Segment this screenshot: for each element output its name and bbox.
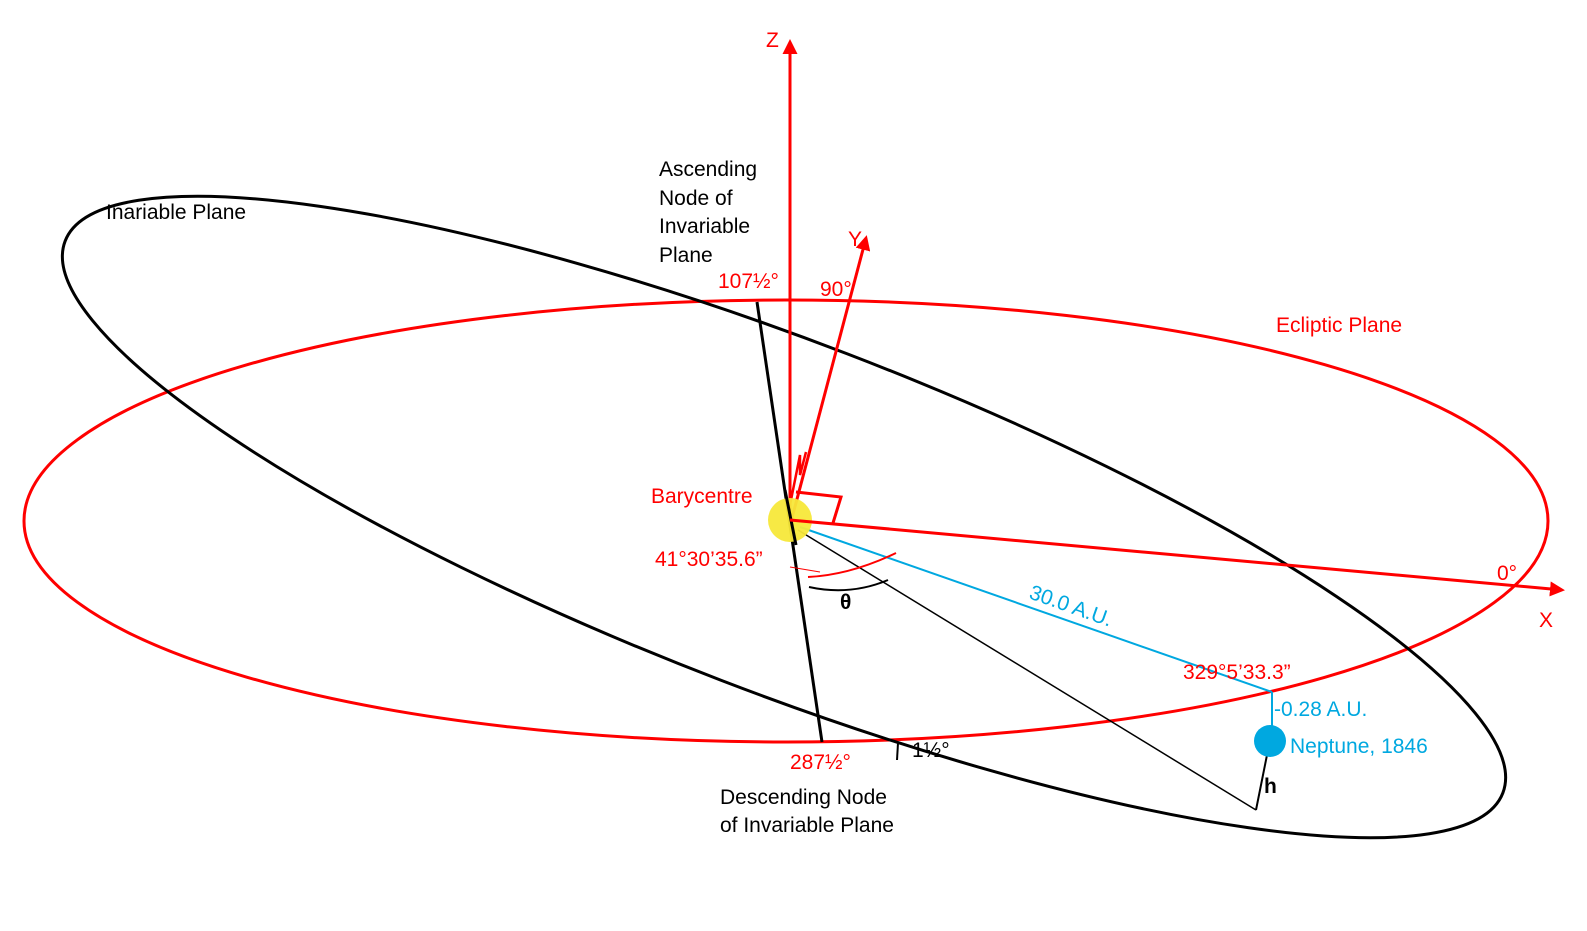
x-axis <box>789 518 1565 597</box>
invariable-plane-ellipse <box>60 194 1508 840</box>
invariable-plane-label: Inariable Plane <box>106 201 246 224</box>
neptune-icon <box>1254 725 1286 757</box>
x-axis-overlay <box>789 518 813 524</box>
barycentre-angle-leader <box>789 566 821 573</box>
ecliptic-plane-label: Ecliptic Plane <box>1276 314 1402 337</box>
y-axis-label: Y <box>848 228 862 251</box>
ascending-node-label-line1: Ascending <box>659 158 757 181</box>
y-axis <box>790 235 871 519</box>
theta-label: θ <box>840 591 851 614</box>
ascending-node-label-line4: Plane <box>659 244 713 267</box>
inclination-tick <box>896 742 899 761</box>
theta-arc <box>808 579 889 592</box>
ecliptic-plane-ellipse <box>22 298 1550 744</box>
ascending-node-label-line3: Invariable <box>659 215 750 238</box>
h-label: h <box>1264 775 1277 798</box>
barycentre-angle-label: 41°30’35.6” <box>655 548 763 571</box>
neptune-height-label: -0.28 A.U. <box>1274 698 1367 721</box>
x-axis-angle: 0° <box>1497 562 1517 585</box>
descending-node-angle: 287½° <box>790 751 851 774</box>
descending-node-label-line1: Descending Node <box>720 786 887 809</box>
neptune-distance-line <box>799 526 1273 693</box>
neptune-longitude-label: 329°5’33.3” <box>1183 661 1291 684</box>
neptune-distance-label: 30.0 A.U. <box>1026 581 1115 632</box>
barycentre-label: Barycentre <box>651 485 753 508</box>
neptune-label: Neptune, 1846 <box>1290 735 1428 758</box>
descending-node-label-line2: of Invariable Plane <box>720 814 894 837</box>
y-axis-angle: 90° <box>820 278 852 301</box>
right-angle-marker <box>795 490 843 524</box>
h-line <box>1255 749 1269 811</box>
inclination-label: 1½° <box>912 739 950 762</box>
ascending-node-angle: 107½° <box>718 270 779 293</box>
line-of-nodes-overlay <box>783 489 798 546</box>
invariable-projection-line <box>797 529 1257 811</box>
origin-zigzag <box>788 451 808 506</box>
x-axis-label: X <box>1539 609 1553 632</box>
barycentre-angle-arc <box>807 552 897 578</box>
ascending-node-label-line2: Node of <box>659 187 733 210</box>
z-axis-label: Z <box>766 29 779 52</box>
